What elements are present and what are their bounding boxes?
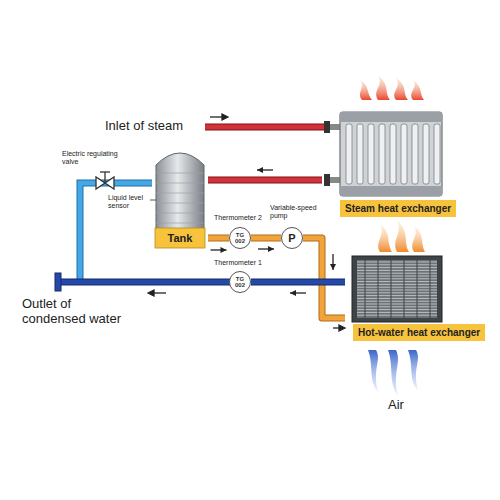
flow-arrow (290, 290, 306, 296)
flow-arrow (258, 246, 274, 252)
pipe-connector (208, 238, 229, 253)
steam-inlet-pipe (205, 127, 326, 128)
tank: Tank (152, 145, 208, 250)
stream-label: Inlet of steam (105, 119, 183, 134)
heat-flames (360, 76, 424, 100)
flow-arrow (211, 247, 227, 253)
stream-label: Outlet of condensed water (22, 297, 137, 327)
sensor-lead (150, 200, 156, 201)
air-waves (368, 350, 418, 396)
equipment-label: Steam heat exchanger (340, 200, 456, 217)
flow-arrow (330, 254, 336, 270)
component-label: Electric regulating valve (62, 150, 124, 166)
equipment-label: Hot-water heat exchanger (353, 324, 485, 341)
outlet-pipe (55, 273, 230, 291)
pipe-connector (251, 238, 281, 252)
bypass-pipe (80, 183, 152, 282)
component-label: Thermometer 1 (214, 259, 262, 267)
flow-arrow (148, 290, 345, 331)
gauge-tag: TG 002 (233, 276, 247, 288)
thermometer-gauge: TG 002 (229, 271, 251, 293)
component-label: Variable-speed pump (270, 204, 322, 220)
pump-letter: P (288, 233, 295, 244)
heat-waves (378, 220, 425, 252)
gauge-tag: TG 002 (233, 232, 247, 244)
thermometer-gauge: TG 002 (229, 227, 251, 249)
stream-label: Air (388, 398, 404, 413)
tank-label: Tank (152, 231, 208, 245)
flow-arrow (257, 167, 273, 173)
pump-symbol: P (281, 227, 303, 249)
flow-arrow (210, 114, 228, 120)
component-label: Thermometer 2 (214, 214, 262, 222)
pipe-connector (208, 167, 322, 180)
heat-exchanger-illustration (345, 250, 495, 324)
heat-exchanger-illustration (322, 100, 467, 200)
hot-water-heat-exchanger: Hot-water heat exchanger (345, 250, 495, 348)
steam-heat-exchanger: Steam heat exchanger (322, 100, 467, 222)
component-label: Liquid level sensor (108, 194, 150, 210)
regulating-valve-symbol (96, 172, 114, 189)
pipe-connector (251, 282, 345, 296)
pipe-connector (303, 238, 345, 318)
